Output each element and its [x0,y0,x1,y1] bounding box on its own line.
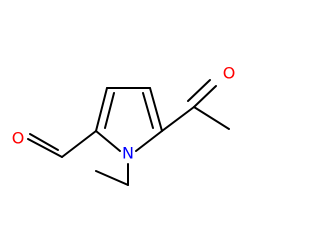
bond-acetyl-o-double [187,79,211,102]
bond-acetyl-methyl [193,106,230,130]
bond-c2-c3 [95,87,108,132]
bond-c2-cho [61,130,97,158]
structure-diagram: N O O [12,64,236,186]
bond-cho-o-double [29,133,59,151]
atom-label-nitrogen: N [122,144,134,163]
bond-c4-c5 [149,87,163,132]
bond-acetyl-o [193,85,217,108]
atom-label-aldehyde-oxygen: O [12,129,25,148]
atom-label-ketone-oxygen: O [223,64,236,83]
bond-n1-c2 [95,130,121,152]
bond-c4-c5-double [142,92,154,129]
bond-methyl-end [95,170,129,186]
bond-c5-n1 [135,130,163,152]
bond-c2-c3-double [104,92,115,129]
bond-c5-acetyl [161,106,195,132]
bond-cho-o [27,138,63,158]
